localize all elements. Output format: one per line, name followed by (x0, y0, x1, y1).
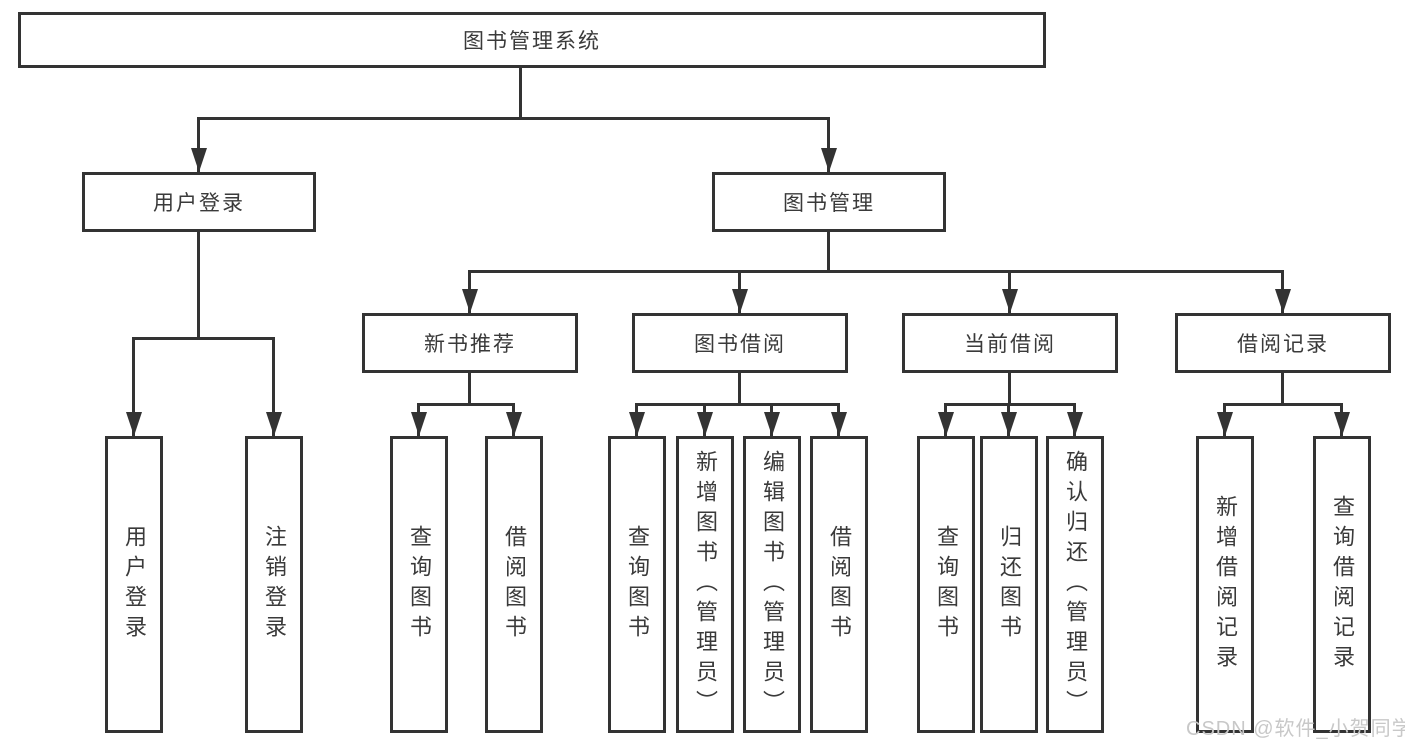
arrowhead-down-br-add (1217, 412, 1233, 436)
connector-current-borrow-stub (1008, 373, 1011, 403)
leaf-br-query-record: 查询借阅记录 (1313, 436, 1371, 733)
csdn-watermark: CSDN @软件_小贺同学 (1186, 718, 1405, 740)
node-new-book-recommend: 新书推荐 (362, 313, 578, 373)
connector-stem-leaf-login (132, 337, 135, 436)
leaf-logout: 注销登录 (245, 436, 303, 733)
arrowhead-down-br-query (1334, 412, 1350, 436)
arrowhead-down-book-borrow (732, 289, 748, 313)
connector-book-management-stub (827, 232, 830, 270)
arrowhead-down-nb-borrow (506, 412, 522, 436)
node-library-management-system: 图书管理系统 (18, 12, 1046, 68)
node-book-management: 图书管理 (712, 172, 946, 232)
leaf-cb-return-books: 归还图书 (980, 436, 1038, 733)
leaf-bb-query-books: 查询图书 (608, 436, 666, 733)
arrowhead-down-cb-confirm (1067, 412, 1083, 436)
connector-user-login-hline (132, 337, 275, 340)
node-book-borrow: 图书借阅 (632, 313, 848, 373)
leaf-bb-add-books-admin: 新增图书（管理员） (676, 436, 734, 733)
leaf-bb-edit-books-admin: 编辑图书（管理员） (743, 436, 801, 733)
connector-level1-hline (197, 117, 830, 120)
leaf-br-add-record: 新增借阅记录 (1196, 436, 1254, 733)
arrowhead-down-bb-edit (764, 412, 780, 436)
connector-new-book-stub (468, 373, 471, 403)
connector-stem-book-management (827, 117, 830, 172)
node-current-borrow: 当前借阅 (902, 313, 1118, 373)
arrowhead-down-borrow-records (1275, 289, 1291, 313)
arrowhead-down-cb-query (938, 412, 954, 436)
leaf-nb-query-books: 查询图书 (390, 436, 448, 733)
connector-book-borrow-stub (738, 373, 741, 403)
leaf-nb-borrow-books: 借阅图书 (485, 436, 543, 733)
arrowhead-down-cb-return (1001, 412, 1017, 436)
arrowhead-down-bb-borrow (831, 412, 847, 436)
leaf-cb-query-books: 查询图书 (917, 436, 975, 733)
arrowhead-down-bb-query (629, 412, 645, 436)
arrowhead-down-leaf-login (126, 412, 142, 436)
arrowhead-down-nb-query (411, 412, 427, 436)
connector-stem-leaf-logout (272, 337, 275, 436)
node-user-login: 用户登录 (82, 172, 316, 232)
arrowhead-down-new-book (462, 289, 478, 313)
leaf-cb-confirm-return-admin: 确认归还（管理员） (1046, 436, 1104, 733)
connector-current-borrow-hline (944, 403, 1076, 406)
connector-book-borrow-hline (635, 403, 840, 406)
node-borrow-records: 借阅记录 (1175, 313, 1391, 373)
arrowhead-down-user-login (191, 148, 207, 172)
connector-new-book-hline (417, 403, 515, 406)
leaf-bb-borrow-books: 借阅图书 (810, 436, 868, 733)
connector-stem-user-login (197, 117, 200, 172)
connector-borrow-records-stub (1281, 373, 1284, 403)
connector-root-stub (519, 68, 522, 117)
arrowhead-down-current-borrow (1002, 289, 1018, 313)
leaf-user-login: 用户登录 (105, 436, 163, 733)
arrowhead-down-leaf-logout (266, 412, 282, 436)
arrowhead-down-bb-add (697, 412, 713, 436)
connector-user-login-stub (197, 232, 200, 337)
connector-level2-hline (468, 270, 1284, 273)
connector-borrow-records-hline (1223, 403, 1343, 406)
arrowhead-down-book-management (821, 148, 837, 172)
